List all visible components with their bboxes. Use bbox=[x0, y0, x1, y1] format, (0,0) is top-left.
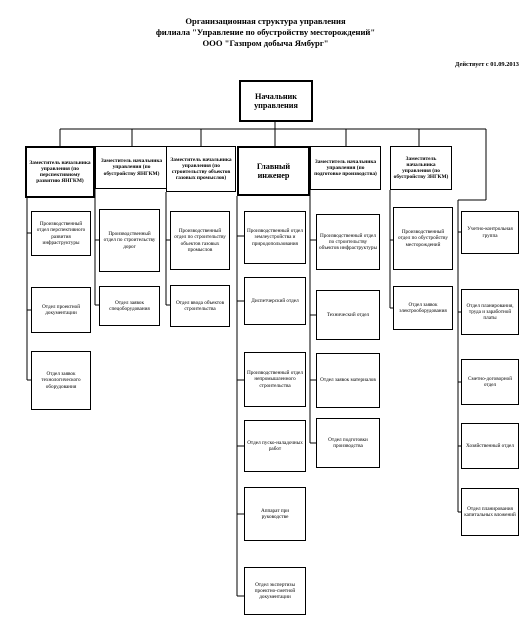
title-line-3: ООО "Газпром добыча Ямбург" bbox=[202, 38, 329, 48]
unit-box: Отдел подготовки производства bbox=[316, 418, 380, 468]
unit-box: Отдел заявок электрооборудования bbox=[393, 286, 453, 330]
unit-box: Технический отдел bbox=[316, 290, 380, 340]
unit-box: Производственный отдел по строительству … bbox=[99, 209, 160, 272]
unit-box: Отдел заявок технологического оборудован… bbox=[31, 351, 91, 410]
unit-box: Отдел заявок спецоборудования bbox=[99, 286, 160, 326]
unit-box: Отдел проектной документации bbox=[31, 287, 91, 333]
title-line-2: филиала "Управление по обустройству мест… bbox=[155, 27, 376, 37]
unit-box: Производственный отдел непромышленного с… bbox=[244, 352, 306, 407]
unit-box: Диспетчерский отдел bbox=[244, 277, 306, 325]
deputy-production-prep-head: Заместитель начальника управления (по по… bbox=[310, 146, 381, 190]
deputy-yangkm-head: Заместитель начальника управления (по об… bbox=[95, 146, 168, 189]
chief-box: Начальник управления bbox=[239, 80, 313, 122]
unit-box: Производственный отдел по строительству … bbox=[316, 214, 380, 270]
unit-box: Аппарат при руководстве bbox=[244, 487, 306, 541]
unit-box: Сметно-договорной отдел bbox=[461, 359, 519, 405]
unit-box: Производственный отдел перспективного ра… bbox=[31, 211, 91, 256]
unit-box: Хозяйственный отдел bbox=[461, 423, 519, 469]
title-line-1: Организационная структура управления bbox=[185, 16, 346, 26]
unit-box: Производственный отдел землеустройства и… bbox=[244, 211, 306, 264]
deputy-zngkm-head: Заместитель начальника управления (по об… bbox=[390, 146, 452, 190]
deputy-perspective-head: Заместитель начальника управления (по пе… bbox=[25, 146, 95, 198]
unit-box: Учетно-контрольная группа bbox=[461, 211, 519, 254]
unit-box: Производственный отдел по обустройству м… bbox=[393, 207, 453, 270]
effective-date: Действует с 01.09.2013 bbox=[455, 61, 519, 68]
unit-box: Отдел заявок материалов bbox=[316, 353, 380, 408]
unit-box: Отдел пуско-наладочных работ bbox=[244, 420, 306, 472]
unit-box: Отдел планирования капитальных вложений bbox=[461, 488, 519, 536]
unit-box: Отдел планирования, труда и заработной п… bbox=[461, 289, 519, 335]
chief-engineer-head: Главный инженер bbox=[237, 146, 310, 196]
unit-box: Отдел экспертизы проектно-сметной докуме… bbox=[244, 567, 306, 615]
deputy-gas-fields-head: Заместитель начальника управления (по ст… bbox=[166, 146, 236, 192]
unit-box: Отдел ввода объектов строительства bbox=[170, 285, 230, 327]
unit-box: Производственный отдел по строительству … bbox=[170, 211, 230, 270]
